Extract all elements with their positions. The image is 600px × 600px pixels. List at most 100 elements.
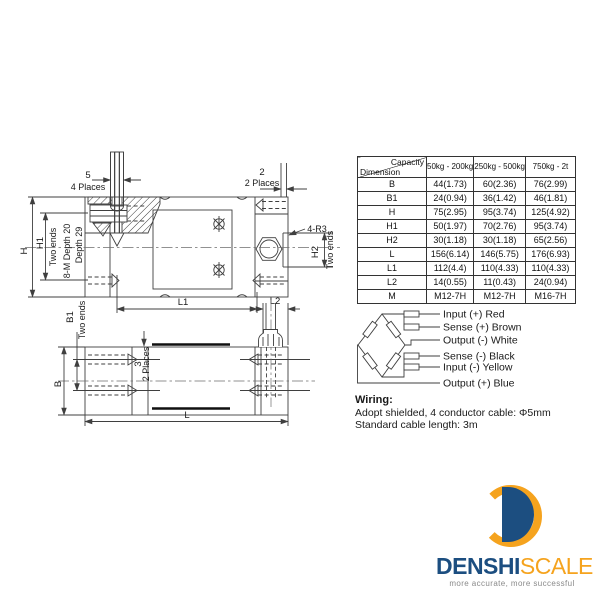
- value-cell: M12-7H: [473, 289, 526, 304]
- wire-label-input-minus: Input (-) Yellow: [443, 362, 513, 374]
- bridge-diamond: [357, 313, 406, 378]
- strain-gauge-resistor: [362, 352, 378, 370]
- strain-gauge-cover: [152, 209, 233, 290]
- compensation-resistor: [403, 363, 420, 371]
- logo-text-secondary: SCALE: [519, 553, 593, 579]
- note-2-places: 2 Places: [245, 178, 280, 188]
- wiring-notes-title: Wiring:: [355, 394, 393, 406]
- dim-label-2: 2: [259, 167, 264, 178]
- capacity-dimension-header: Capacity Dimension: [357, 156, 427, 178]
- dim-label-l1: L1: [178, 297, 189, 308]
- logo-text-primary: DENSHI: [436, 553, 520, 579]
- logo-d-icon: [480, 485, 542, 547]
- hex-nut: [255, 237, 283, 261]
- cable-gland: [258, 303, 283, 347]
- screw-symbol: [213, 262, 225, 278]
- strain-gauge-resistor: [362, 320, 378, 339]
- value-cell: 125(4.92): [524, 205, 576, 220]
- screw-symbol: [213, 216, 225, 232]
- value-cell: M16-7H: [524, 289, 576, 304]
- value-cell: 24(0.94): [425, 191, 475, 206]
- dim-label-3: 3: [133, 361, 144, 366]
- value-cell: 50(1.97): [425, 219, 475, 234]
- wire-label-output-minus: Output (-) White: [443, 335, 518, 347]
- dim-cell: L2: [357, 275, 427, 290]
- value-cell: 112(4.4): [425, 261, 475, 276]
- value-cell: 76(2.99): [524, 177, 576, 192]
- value-cell: 156(6.14): [425, 247, 475, 262]
- front-view-dimensions: [28, 177, 333, 345]
- strain-gauge-resistor: [385, 352, 402, 370]
- note-thread: 8-M Depth 20: [62, 224, 72, 279]
- load-direction-arrow: [109, 232, 125, 247]
- value-cell: 30(1.18): [425, 233, 475, 248]
- wiring-note-length: Standard cable length: 3m: [355, 419, 478, 431]
- dim-label-h2: H2: [310, 246, 321, 258]
- dim-cell: L1: [357, 261, 427, 276]
- value-cell: 110(4.33): [473, 261, 526, 276]
- logo-wordmark: DENSHISCALE: [436, 553, 593, 579]
- dimension-table: Capacity Dimension 50kg - 200kg 250kg - …: [357, 156, 576, 304]
- wire-label-input-plus: Input (+) Red: [443, 309, 505, 321]
- dimension-label: Dimension: [360, 167, 401, 177]
- note-4-places: 4 Places: [71, 182, 106, 192]
- bridge-wiring-diagram: [357, 310, 440, 384]
- dim-cell: B: [357, 177, 427, 192]
- wire-label-sense-minus: Sense (-) Black: [443, 351, 516, 363]
- value-cell: 11(0.43): [473, 275, 526, 290]
- value-cell: 146(5.75): [473, 247, 526, 262]
- logo: DENSHISCALE more accurate, more successf…: [436, 478, 593, 594]
- note-2-places: 2 Places: [141, 346, 151, 381]
- value-cell: 14(0.55): [425, 275, 475, 290]
- value-cell: 95(3.74): [473, 205, 526, 220]
- note-radius: 4-R3: [307, 224, 327, 234]
- plan-view-dimensions: [58, 331, 289, 426]
- dim-label-5: 5: [85, 170, 90, 181]
- column-header: 50kg - 200kg: [425, 156, 475, 178]
- note-two-ends: Two ends: [325, 230, 335, 269]
- wire-label-output-plus: Output (+) Blue: [443, 378, 515, 390]
- dim-cell: H: [357, 205, 427, 220]
- value-cell: 110(4.33): [524, 261, 576, 276]
- strain-gauge-resistor: [385, 320, 402, 339]
- dim-cell: B1: [357, 191, 427, 206]
- compensation-resistor: [403, 323, 420, 331]
- column-header: 250kg - 500kg: [473, 156, 526, 178]
- column-header: 750kg - 2t: [524, 156, 576, 178]
- wire-label-sense-plus: Sense (+) Brown: [443, 322, 522, 334]
- value-cell: M12-7H: [425, 289, 475, 304]
- value-cell: 75(2.95): [425, 205, 475, 220]
- dim-cell: H1: [357, 219, 427, 234]
- note-two-ends: Two ends: [77, 300, 87, 339]
- plan-view: [58, 300, 315, 416]
- threaded-hole-section: [89, 204, 146, 223]
- compensation-resistor: [403, 352, 420, 360]
- value-cell: 44(1.73): [425, 177, 475, 192]
- dim-label-b: B: [53, 381, 64, 387]
- dim-label-h1: H1: [35, 237, 46, 249]
- dim-label-h: H: [19, 247, 30, 254]
- dim-cell: L: [357, 247, 427, 262]
- front-view: [25, 151, 340, 298]
- value-cell: 65(2.56): [524, 233, 576, 248]
- value-cell: 60(2.36): [473, 177, 526, 192]
- dim-label-l: L: [184, 410, 189, 421]
- value-cell: 176(6.93): [524, 247, 576, 262]
- note-two-ends: Two ends: [48, 227, 58, 266]
- wiring-note-cable: Adopt shielded, 4 conductor cable: Φ5mm: [355, 407, 551, 419]
- dim-label-b1: B1: [65, 311, 76, 323]
- value-cell: 46(1.81): [524, 191, 576, 206]
- dim-label-l2: L2: [270, 296, 281, 307]
- value-cell: 95(3.74): [524, 219, 576, 234]
- section-hatching: [87, 196, 161, 237]
- table-header-row: Capacity Dimension 50kg - 200kg 250kg - …: [357, 156, 576, 178]
